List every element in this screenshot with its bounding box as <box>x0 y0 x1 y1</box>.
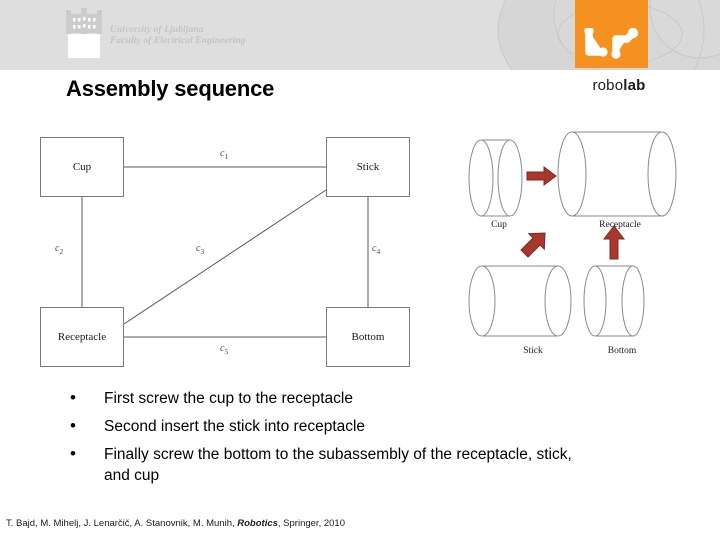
bullet-text-1: First screw the cup to the receptacle <box>104 390 353 407</box>
edge-label-c2-sub: 2 <box>59 247 64 256</box>
bullet-item-2: • Second insert the stick into receptacl… <box>62 416 662 437</box>
footer-citation-before: T. Bajd, M. Mihelj, J. Lenarčič, A. Stan… <box>6 518 238 529</box>
bullet-list: • First screw the cup to the receptacle … <box>62 388 662 493</box>
page-title: Assembly sequence <box>66 76 275 101</box>
robolab-glyph-icon <box>584 28 639 59</box>
cylinder-cup <box>468 139 523 217</box>
illustration-label-stick: Stick <box>523 346 543 356</box>
edge-label-c2: c2 <box>55 243 63 256</box>
parts-illustration: Cup Receptacle Stick Bottom <box>455 128 710 373</box>
illustration-label-bottom: Bottom <box>607 346 637 356</box>
footer-citation-title: Robotics <box>237 518 278 529</box>
edge-label-c3-sub: 3 <box>200 247 205 256</box>
university-name: University of Ljubljana Faculty of Elect… <box>110 25 246 47</box>
university-line-2: Faculty of Electrical Engineering <box>110 36 246 46</box>
arrow-cup-to-receptacle <box>526 166 557 186</box>
edge-label-c3: c3 <box>196 243 204 256</box>
edge-label-c3-text: c <box>196 243 201 254</box>
graph-node-cup[interactable]: Cup <box>40 137 124 197</box>
graph-node-cup-label: Cup <box>72 161 92 173</box>
illustration-label-receptacle: Receptacle <box>599 220 641 230</box>
university-line-1: University of Ljubljana <box>110 25 204 35</box>
bullet-text-2: Second insert the stick into receptacle <box>104 418 366 435</box>
edge-label-c1: c1 <box>220 148 228 161</box>
edge-label-c4-text: c <box>372 243 377 254</box>
edge-label-c5-text: c <box>220 343 225 354</box>
bullet-item-3: • Finally screw the bottom to the subass… <box>62 444 662 486</box>
bullet-item-1: • First screw the cup to the receptacle <box>62 388 662 409</box>
edge-label-c1-text: c <box>220 148 225 159</box>
robolab-logo-mark <box>575 0 648 68</box>
bullet-marker-icon: • <box>70 388 76 407</box>
bullet-marker-icon: • <box>70 416 76 435</box>
graph-node-receptacle[interactable]: Receptacle <box>40 307 124 367</box>
robolab-word-suffix: lab <box>623 77 646 94</box>
edge-label-c5: c5 <box>220 343 228 356</box>
parts-illustration-svg <box>468 131 677 337</box>
bullet-marker-icon: • <box>70 444 76 463</box>
graph-edges <box>81 166 369 338</box>
university-logo: University of Ljubljana Faculty of Elect… <box>62 8 262 60</box>
edge-label-c4-sub: 4 <box>376 247 381 256</box>
edge-label-c1-sub: 1 <box>224 152 229 161</box>
graph-node-bottom[interactable]: Bottom <box>326 307 410 367</box>
graph-node-receptacle-label: Receptacle <box>57 331 107 343</box>
arrow-stick-to-receptacle <box>520 232 546 258</box>
robolab-word-prefix: robo <box>592 77 624 94</box>
robolab-wordmark: robolab <box>575 77 663 94</box>
university-building-icon <box>66 8 102 58</box>
cylinder-stick <box>468 265 572 337</box>
footer-citation: T. Bajd, M. Mihelj, J. Lenarčič, A. Stan… <box>6 518 345 529</box>
header-band: University of Ljubljana Faculty of Elect… <box>0 0 720 70</box>
cylinder-bottom <box>583 265 645 337</box>
edge-label-c5-sub: 5 <box>224 347 229 356</box>
bullet-text-3: Finally screw the bottom to the subassem… <box>104 446 572 484</box>
arrow-bottom-to-receptacle <box>602 225 626 260</box>
graph-node-stick-label: Stick <box>356 161 380 173</box>
footer-citation-after: , Springer, 2010 <box>277 518 345 529</box>
assembly-graph: Cup Stick Receptacle Bottom c1 c2 c3 c4 … <box>30 128 430 378</box>
graph-node-bottom-label: Bottom <box>351 331 385 343</box>
cylinder-receptacle <box>557 131 677 217</box>
edge-line-c3 <box>123 189 327 325</box>
edge-label-c4: c4 <box>372 243 380 256</box>
graph-node-stick[interactable]: Stick <box>326 137 410 197</box>
edge-label-c2-text: c <box>55 243 60 254</box>
illustration-label-cup: Cup <box>491 220 507 230</box>
